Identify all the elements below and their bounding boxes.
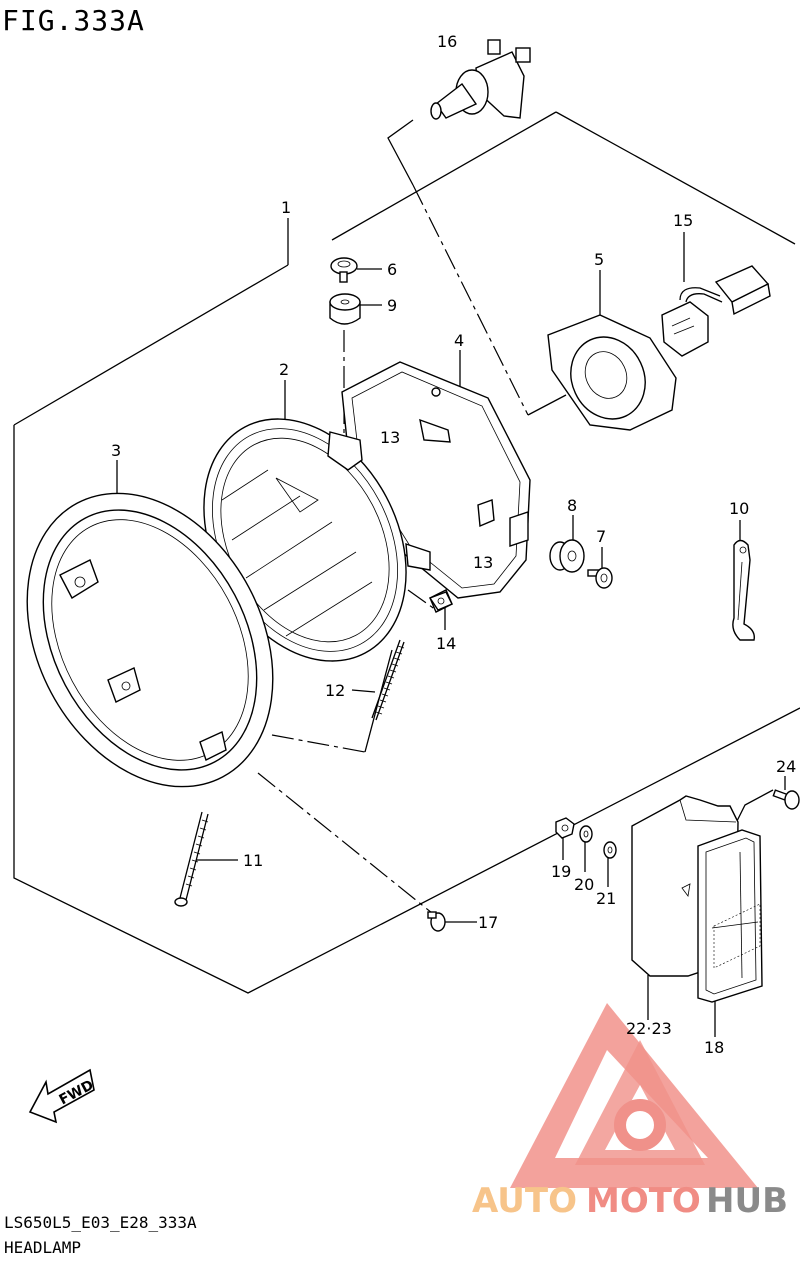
callout-12: 12 xyxy=(325,681,345,700)
callout-5: 5 xyxy=(594,250,604,269)
part-6-screw xyxy=(330,257,358,283)
part-14-nut xyxy=(428,591,453,611)
callout-2: 2 xyxy=(279,360,289,379)
part-3-rim xyxy=(26,492,274,788)
callout-13-lower: 13 xyxy=(473,553,493,572)
part-15-connector xyxy=(661,265,771,357)
callout-8: 8 xyxy=(567,496,577,515)
headlamp-assembly-outline xyxy=(13,111,800,994)
part-4-housing xyxy=(341,361,531,613)
part-18-reflector xyxy=(697,829,763,1003)
callout-17: 17 xyxy=(478,913,498,932)
callout-6: 6 xyxy=(387,260,397,279)
callout-7: 7 xyxy=(596,527,606,546)
watermark-word-auto: AUTO xyxy=(472,1181,577,1221)
figure-title: FIG.333A xyxy=(2,4,145,37)
watermark-word-moto: MOTO xyxy=(586,1181,701,1221)
callout-16: 16 xyxy=(437,32,457,51)
callout-15: 15 xyxy=(673,211,693,230)
watermark-word-hub: HUB xyxy=(706,1181,788,1221)
callout-9: 9 xyxy=(387,296,397,315)
part-21-washer xyxy=(603,841,617,859)
part-9-cushion xyxy=(329,293,361,325)
part-11-screw xyxy=(174,811,209,907)
callout-4: 4 xyxy=(454,331,464,350)
part-5-cover xyxy=(547,314,677,431)
callout-24: 24 xyxy=(776,757,796,776)
part-20-washer xyxy=(579,825,593,843)
callout-11: 11 xyxy=(243,851,263,870)
part-8-grommet xyxy=(549,539,585,573)
callout-3: 3 xyxy=(111,441,121,460)
callout-labels: 1 2 3 4 5 6 7 8 9 10 11 12 13 13 14 15 1… xyxy=(111,32,796,1057)
callout-22-23: 22·23 xyxy=(626,1019,672,1038)
fwd-arrow-icon: FWD xyxy=(28,1068,96,1124)
callout-18: 18 xyxy=(704,1038,724,1057)
section-name: HEADLAMP xyxy=(4,1238,82,1257)
watermark-wordmark: AUTO MOTO HUB xyxy=(472,1181,788,1221)
part-19-nut xyxy=(555,817,575,839)
part-7-bolt xyxy=(587,567,613,589)
part-10-stay xyxy=(732,539,755,641)
callout-21: 21 xyxy=(596,889,616,908)
part-16-bulb xyxy=(430,39,531,120)
part-24-screw xyxy=(772,789,800,810)
part-17-screw xyxy=(427,911,446,932)
model-code: LS650L5_E03_E28_333A xyxy=(4,1213,197,1232)
part-12-spring xyxy=(371,639,405,721)
watermark-logo xyxy=(510,1003,758,1188)
callout-19: 19 xyxy=(551,862,571,881)
callout-10: 10 xyxy=(729,499,749,518)
callout-14: 14 xyxy=(436,634,456,653)
callout-13-upper: 13 xyxy=(380,428,400,447)
callout-1: 1 xyxy=(281,198,291,217)
callout-20: 20 xyxy=(574,875,594,894)
